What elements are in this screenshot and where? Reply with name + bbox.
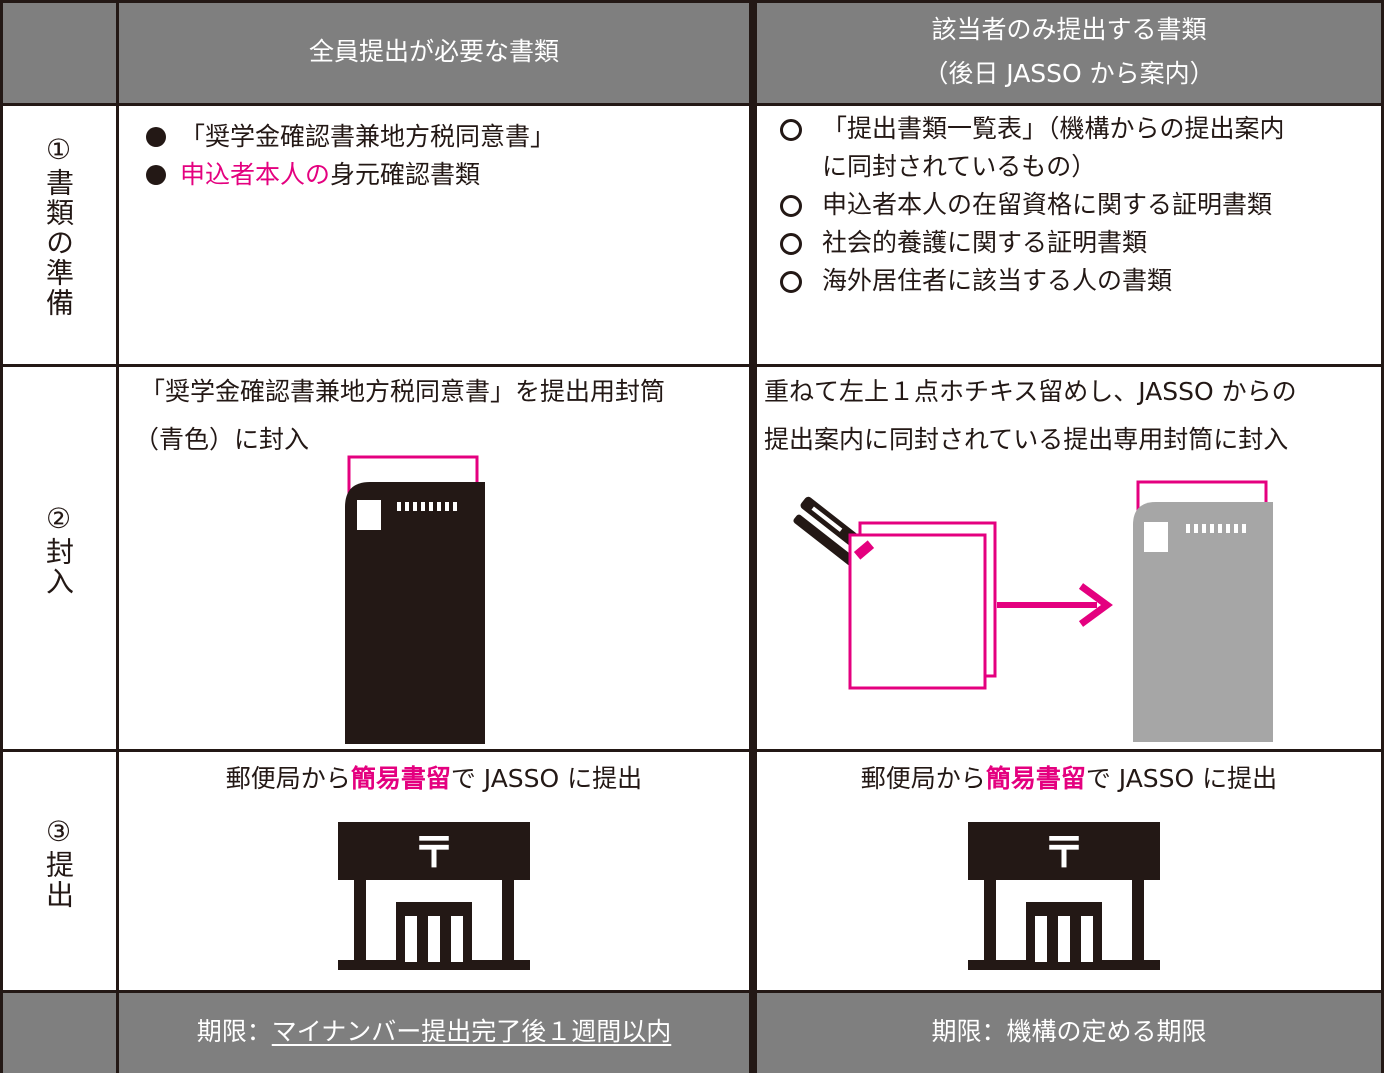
list-item: 申込者本人の在留資格に関する証明書類 bbox=[780, 186, 1285, 224]
submit-text-suffix: で JASSO に提出 bbox=[450, 764, 643, 793]
all-required-list: 「奨学金確認書兼地方税同意書」 申込者本人の身元確認書類 bbox=[146, 118, 555, 194]
bullet-icon bbox=[146, 127, 166, 147]
grid-line bbox=[0, 0, 3, 1073]
enclose-applicable-text-line1: 重ねて左上１点ホチキス留めし、JASSO からの bbox=[764, 377, 1297, 406]
list-item-highlight: 申込者本人の bbox=[180, 160, 331, 189]
row-label-submit: ③提出 bbox=[42, 815, 75, 910]
deadline-all-underlined: マイナンバー提出完了後１週間以内 bbox=[271, 1017, 672, 1046]
post-mark: 〒 bbox=[413, 828, 455, 877]
circle-icon bbox=[780, 119, 802, 141]
grid-line bbox=[0, 364, 1384, 367]
footer-row bbox=[0, 992, 1384, 1073]
submit-all-text: 郵便局から簡易書留で JASSO に提出 bbox=[119, 760, 749, 798]
enclose-all-text-line2: （青色）に封入 bbox=[134, 425, 310, 454]
header-applicable-line2: （後日 JASSO から案内） bbox=[923, 59, 1215, 88]
grid-line bbox=[0, 749, 1384, 752]
list-item-text: 申込者本人の在留資格に関する証明書類 bbox=[822, 190, 1273, 219]
submit-text-prefix: 郵便局から bbox=[225, 764, 351, 793]
submit-applicable-text: 郵便局から簡易書留で JASSO に提出 bbox=[757, 760, 1381, 798]
grid-line bbox=[0, 0, 1384, 3]
list-item: 「提出書類一覧表」（機構からの提出案内 bbox=[780, 110, 1285, 148]
list-item-text: 海外居住者に該当する人の書類 bbox=[822, 266, 1173, 295]
header-all-required: 全員提出が必要な書類 bbox=[308, 37, 559, 66]
post-office-icon: 〒 bbox=[968, 822, 1160, 970]
submit-text-highlight: 簡易書留 bbox=[985, 764, 1086, 793]
grid-divider-thick bbox=[749, 0, 757, 1073]
circle-icon bbox=[780, 271, 802, 293]
deadline-applicable: 期限：機構の定める期限 bbox=[931, 1017, 1207, 1046]
list-item-text: 身元確認書類 bbox=[330, 160, 481, 189]
submit-text-prefix: 郵便局から bbox=[860, 764, 986, 793]
list-item-continuation: に同封されているもの） bbox=[780, 148, 1285, 186]
enclose-applicable-text-line2: 提出案内に同封されている提出専用封筒に封入 bbox=[764, 425, 1289, 454]
row-label-prepare: ①書類の準備 bbox=[42, 133, 75, 318]
header-row bbox=[0, 0, 1384, 104]
circle-icon bbox=[780, 195, 802, 217]
grid-line bbox=[0, 103, 1384, 106]
circle-icon bbox=[780, 233, 802, 255]
grid-line bbox=[0, 990, 1384, 993]
bullet-icon bbox=[146, 165, 166, 185]
stapled-papers-icon bbox=[848, 521, 997, 690]
list-item: 社会的養護に関する証明書類 bbox=[780, 224, 1285, 262]
arrow-right-icon bbox=[997, 583, 1113, 627]
list-item-text: 「奨学金確認書兼地方税同意書」 bbox=[180, 122, 556, 151]
list-item: 海外居住者に該当する人の書類 bbox=[780, 262, 1285, 300]
grid-line bbox=[116, 0, 119, 1073]
post-office-icon: 〒 bbox=[338, 822, 530, 970]
list-item-text: 「提出書類一覧表」（機構からの提出案内 bbox=[822, 114, 1285, 143]
envelope-gray-icon bbox=[1133, 480, 1273, 742]
post-mark: 〒 bbox=[1043, 828, 1085, 877]
list-item: 「奨学金確認書兼地方税同意書」 bbox=[146, 118, 555, 156]
enclose-all-text-line1: 「奨学金確認書兼地方税同意書」を提出用封筒 bbox=[140, 377, 666, 406]
grid-line bbox=[1381, 0, 1384, 1073]
list-item: 申込者本人の身元確認書類 bbox=[146, 156, 555, 194]
header-applicable-line1: 該当者のみ提出する書類 bbox=[931, 15, 1207, 44]
submit-text-highlight: 簡易書留 bbox=[350, 764, 451, 793]
list-item-text: 社会的養護に関する証明書類 bbox=[822, 228, 1148, 257]
row-label-enclose: ②封入 bbox=[42, 502, 75, 597]
applicable-list: 「提出書類一覧表」（機構からの提出案内 に同封されているもの） 申込者本人の在留… bbox=[780, 110, 1285, 300]
deadline-all: 期限：マイナンバー提出完了後１週間以内 bbox=[119, 1012, 749, 1052]
deadline-all-prefix: 期限： bbox=[196, 1017, 272, 1046]
list-item-text: に同封されているもの） bbox=[822, 152, 1097, 181]
submit-text-suffix: で JASSO に提出 bbox=[1085, 764, 1278, 793]
envelope-black-icon bbox=[345, 455, 485, 744]
